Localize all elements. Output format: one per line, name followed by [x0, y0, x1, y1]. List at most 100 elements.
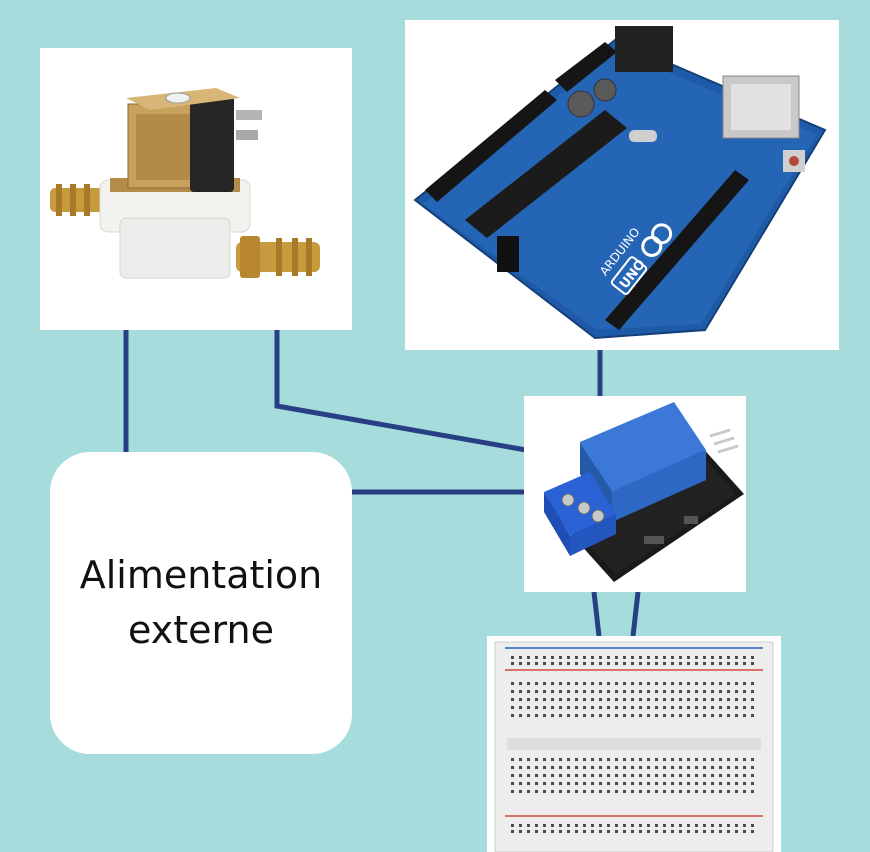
breadboard-hole — [535, 698, 538, 701]
breadboard-hole — [679, 706, 682, 709]
power-label-line1: Alimentation — [79, 552, 323, 597]
breadboard-hole — [631, 690, 634, 693]
breadboard-hole — [719, 774, 722, 777]
breadboard-hole — [599, 824, 602, 827]
breadboard-hole — [695, 774, 698, 777]
breadboard-hole — [623, 758, 626, 761]
breadboard-hole — [679, 790, 682, 793]
breadboard-hole — [615, 656, 618, 659]
breadboard-hole — [615, 774, 618, 777]
breadboard-hole — [575, 824, 578, 827]
breadboard-hole — [647, 698, 650, 701]
breadboard-hole — [607, 766, 610, 769]
breadboard-hole — [679, 824, 682, 827]
breadboard-hole — [559, 682, 562, 685]
breadboard-hole — [727, 706, 730, 709]
breadboard-hole — [735, 790, 738, 793]
breadboard-hole — [647, 830, 650, 833]
breadboard-hole — [535, 714, 538, 717]
breadboard-hole — [519, 706, 522, 709]
breadboard-hole — [743, 698, 746, 701]
breadboard-hole — [591, 790, 594, 793]
breadboard-hole — [511, 698, 514, 701]
breadboard-hole — [679, 830, 682, 833]
breadboard-hole — [607, 698, 610, 701]
breadboard-hole — [727, 758, 730, 761]
breadboard-hole — [511, 774, 514, 777]
breadboard-hole — [655, 766, 658, 769]
breadboard-hole — [679, 682, 682, 685]
breadboard-hole — [559, 774, 562, 777]
breadboard-hole — [639, 682, 642, 685]
breadboard-hole — [599, 698, 602, 701]
breadboard-hole — [527, 698, 530, 701]
breadboard-hole — [543, 690, 546, 693]
breadboard-hole — [599, 682, 602, 685]
breadboard-hole — [687, 682, 690, 685]
breadboard-hole — [615, 830, 618, 833]
breadboard-hole — [583, 682, 586, 685]
breadboard-image — [487, 636, 781, 852]
breadboard-hole — [751, 690, 754, 693]
breadboard-hole — [735, 758, 738, 761]
breadboard-hole — [679, 766, 682, 769]
breadboard-hole — [623, 790, 626, 793]
breadboard-hole — [743, 782, 746, 785]
breadboard-hole — [735, 830, 738, 833]
breadboard-hole — [583, 790, 586, 793]
breadboard-hole — [583, 698, 586, 701]
breadboard-hole — [639, 830, 642, 833]
breadboard-hole — [703, 706, 706, 709]
breadboard-hole — [631, 824, 634, 827]
breadboard-hole — [575, 766, 578, 769]
breadboard-hole — [591, 714, 594, 717]
breadboard-hole — [695, 830, 698, 833]
breadboard-hole — [543, 782, 546, 785]
breadboard-hole — [631, 782, 634, 785]
breadboard-hole — [703, 714, 706, 717]
breadboard-hole — [623, 774, 626, 777]
breadboard-hole — [655, 706, 658, 709]
breadboard-hole — [655, 824, 658, 827]
breadboard-hole — [535, 662, 538, 665]
breadboard-hole — [751, 714, 754, 717]
breadboard-hole — [695, 790, 698, 793]
breadboard-hole — [527, 790, 530, 793]
breadboard-hole — [591, 782, 594, 785]
breadboard-hole — [599, 782, 602, 785]
breadboard-hole — [655, 690, 658, 693]
breadboard-hole — [591, 774, 594, 777]
breadboard-hole — [695, 662, 698, 665]
breadboard-hole — [543, 662, 546, 665]
breadboard-hole — [591, 824, 594, 827]
relay-module-icon — [544, 402, 744, 582]
breadboard-hole — [711, 682, 714, 685]
breadboard-hole — [567, 782, 570, 785]
breadboard-hole — [623, 706, 626, 709]
breadboard-hole — [607, 774, 610, 777]
breadboard-hole — [591, 706, 594, 709]
breadboard-hole — [703, 656, 706, 659]
breadboard-hole — [751, 830, 754, 833]
breadboard-hole — [607, 714, 610, 717]
breadboard-hole — [639, 758, 642, 761]
breadboard-hole — [639, 766, 642, 769]
breadboard-hole — [711, 698, 714, 701]
breadboard-hole — [559, 714, 562, 717]
breadboard-hole — [663, 790, 666, 793]
breadboard-hole — [671, 690, 674, 693]
breadboard-hole — [591, 656, 594, 659]
breadboard-hole — [567, 690, 570, 693]
breadboard-hole — [727, 766, 730, 769]
breadboard-hole — [551, 698, 554, 701]
breadboard-hole — [591, 766, 594, 769]
breadboard-hole — [735, 782, 738, 785]
breadboard-hole — [687, 790, 690, 793]
breadboard-hole — [743, 690, 746, 693]
breadboard-hole — [543, 706, 546, 709]
breadboard-hole — [583, 824, 586, 827]
breadboard-hole — [687, 656, 690, 659]
breadboard-hole — [551, 766, 554, 769]
arduino-board-icon: ARDUINO UNO — [413, 26, 827, 340]
breadboard-hole — [703, 782, 706, 785]
